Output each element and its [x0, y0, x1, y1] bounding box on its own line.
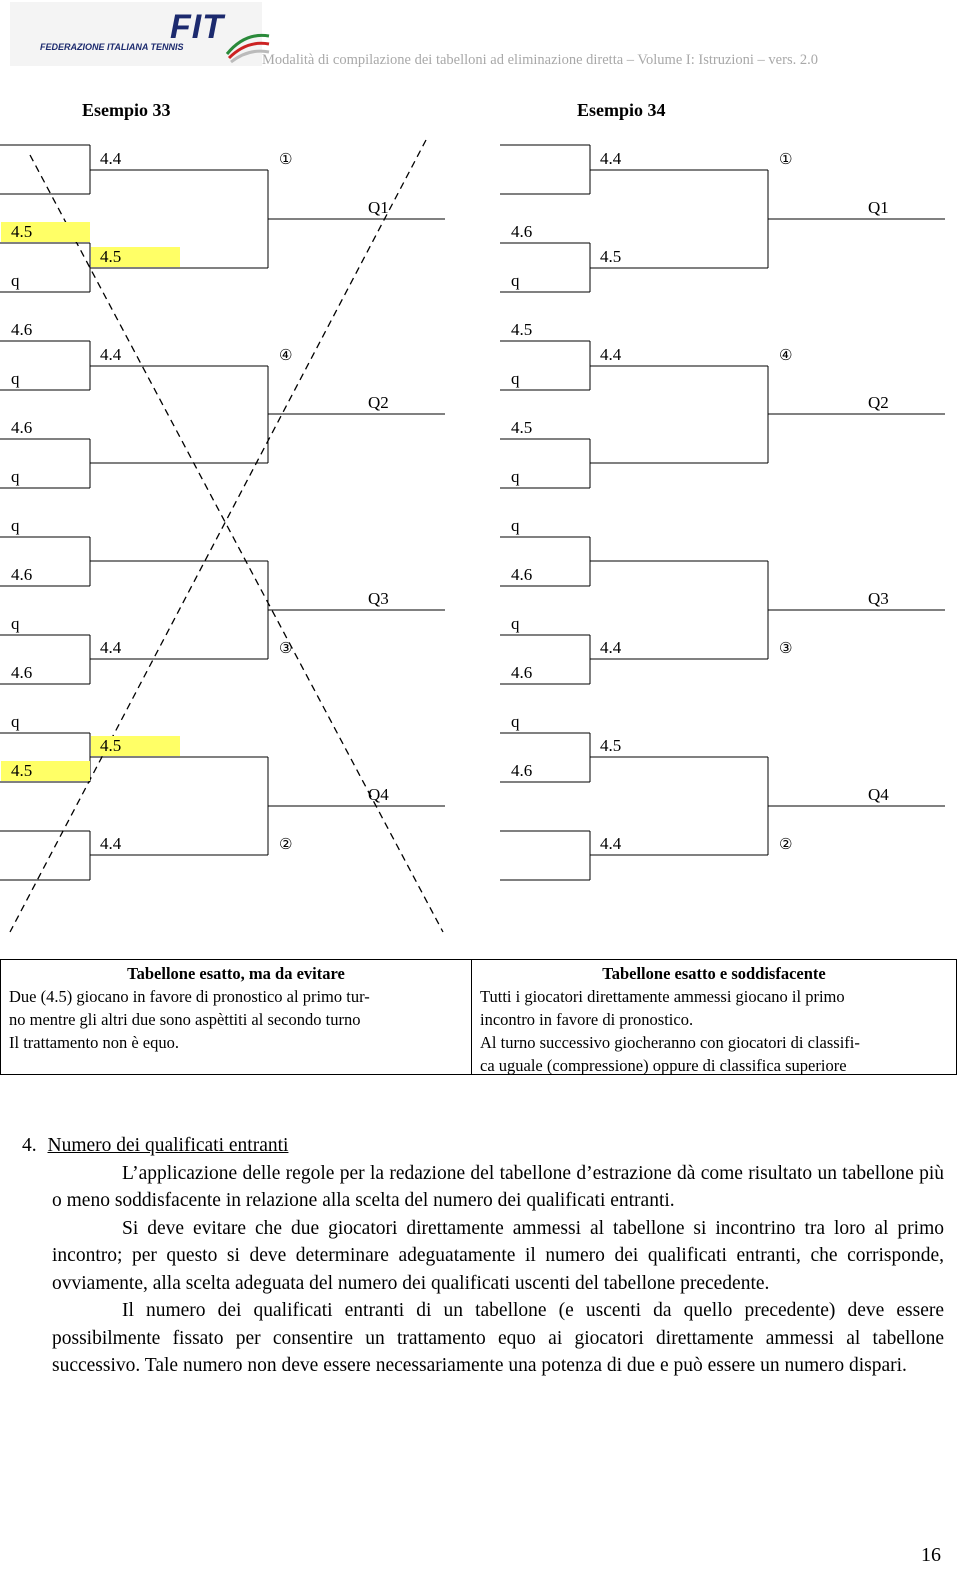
fit-logo: FIT FEDERAZIONE ITALIANA TENNIS — [10, 2, 270, 66]
caption-right-line: ca uguale (compressione) oppure di class… — [480, 1056, 847, 1075]
seed-marker-icon: ④ — [779, 346, 793, 364]
first-round-entry: 4.6 — [11, 565, 33, 584]
section-heading: 4. Numero dei qualificati entranti — [22, 1132, 944, 1160]
section-paragraph: L’applicazione delle regole per la redaz… — [52, 1162, 944, 1212]
first-round-entry: q — [511, 516, 520, 535]
section-paragraph: Si deve evitare che due giocatori dirett… — [52, 1217, 944, 1294]
second-round-entry: 4.4 — [600, 638, 622, 657]
caption-right: Tabellone esatto e soddisfacente Tutti i… — [471, 959, 957, 1075]
first-round-entry: q — [11, 614, 20, 633]
first-round-entry: q — [11, 712, 20, 731]
caption-left-line: no mentre gli altri due sono aspèttiti a… — [9, 1010, 361, 1029]
second-round-entry: 4.5 — [600, 247, 622, 266]
qualifier-label: Q2 — [868, 393, 889, 412]
second-round-entry: 4.4 — [100, 834, 122, 853]
first-round-entry: 4.6 — [511, 565, 533, 584]
seed-marker-icon: ① — [779, 150, 793, 168]
first-round-entry: 4.5 — [511, 320, 533, 339]
second-round-entry: 4.4 — [100, 345, 122, 364]
first-round-entry: 4.6 — [11, 663, 33, 682]
section-number: 4. — [22, 1135, 37, 1156]
seed-marker-icon: ① — [279, 150, 293, 168]
second-round-entry: 4.5 — [91, 736, 180, 756]
qualifier-label: Q1 — [868, 198, 889, 217]
first-round-entry: q — [511, 271, 520, 290]
section-4: 4. Numero dei qualificati entranti L’app… — [22, 1132, 944, 1380]
example-34-title: Esempio 34 — [577, 100, 666, 120]
running-title: Modalità di compilazione dei tabelloni a… — [262, 52, 818, 68]
caption-right-line: Tutti i giocatori direttamente ammessi g… — [480, 987, 845, 1006]
qualifier-label: Q4 — [868, 785, 889, 804]
qualifier-label: Q3 — [368, 589, 389, 608]
qualifier-label: Q2 — [368, 393, 389, 412]
first-round-entry: q — [511, 614, 520, 633]
first-round-entry: q — [511, 712, 520, 731]
seed-marker-icon: ③ — [779, 639, 793, 657]
second-round-entry: 4.4 — [100, 638, 122, 657]
seed-marker-icon: ③ — [279, 639, 293, 657]
second-round-entry: 4.5 — [600, 736, 622, 755]
page-number: 16 — [921, 1544, 941, 1566]
caption-right-line: Al turno successivo giocheranno con gioc… — [480, 1033, 860, 1052]
first-round-entry: 4.6 — [11, 418, 33, 437]
caption-left: Tabellone esatto, ma da evitare Due (4.5… — [0, 959, 472, 1075]
caption-left-line: Il trattamento non è equo. — [9, 1033, 179, 1052]
second-round-entry: 4.4 — [600, 834, 622, 853]
first-round-entry: 4.5 — [1, 222, 90, 242]
cross-out-line — [9, 139, 427, 933]
first-round-entry: 4.5 — [511, 418, 533, 437]
example-33-title: Esempio 33 — [82, 100, 171, 120]
cross-out-line — [29, 154, 444, 933]
first-round-entry: q — [11, 467, 20, 486]
first-round-entry: q — [11, 369, 20, 388]
second-round-entry: 4.5 — [91, 247, 180, 267]
caption-left-title: Tabellone esatto, ma da evitare — [127, 964, 345, 983]
first-round-entry: 4.6 — [511, 663, 533, 682]
bracket-lines — [0, 139, 945, 933]
seed-marker-icon: ② — [779, 835, 793, 853]
first-round-entry: 4.5 — [1, 761, 90, 781]
first-round-entry: q — [11, 271, 20, 290]
second-round-entry: 4.4 — [600, 149, 622, 168]
first-round-entry: 4.6 — [511, 222, 533, 241]
first-round-entry: q — [511, 467, 520, 486]
logo-subtitle: FEDERAZIONE ITALIANA TENNIS — [40, 42, 184, 52]
qualifier-label: Q4 — [368, 785, 389, 804]
second-round-entry: 4.4 — [100, 149, 122, 168]
logo-swoosh-icon — [225, 33, 270, 64]
seed-marker-icon: ② — [279, 835, 293, 853]
section-paragraph: Il numero dei qualificati entranti di un… — [52, 1300, 944, 1376]
first-round-entry: q — [511, 369, 520, 388]
caption-left-line: Due (4.5) giocano in favore di pronostic… — [9, 987, 370, 1006]
caption-right-line: incontro in favore di pronostico. — [480, 1010, 694, 1029]
qualifier-label: Q1 — [368, 198, 389, 217]
section-heading-text: Numero dei qualificati entranti — [47, 1135, 289, 1156]
caption-right-title: Tabellone esatto e soddisfacente — [602, 964, 826, 983]
first-round-entry: 4.6 — [11, 320, 33, 339]
seed-marker-icon: ④ — [279, 346, 293, 364]
logo-text: FIT — [170, 8, 224, 46]
first-round-entry: q — [11, 516, 20, 535]
first-round-entry: 4.6 — [511, 761, 533, 780]
qualifier-label: Q3 — [868, 589, 889, 608]
second-round-entry: 4.4 — [600, 345, 622, 364]
